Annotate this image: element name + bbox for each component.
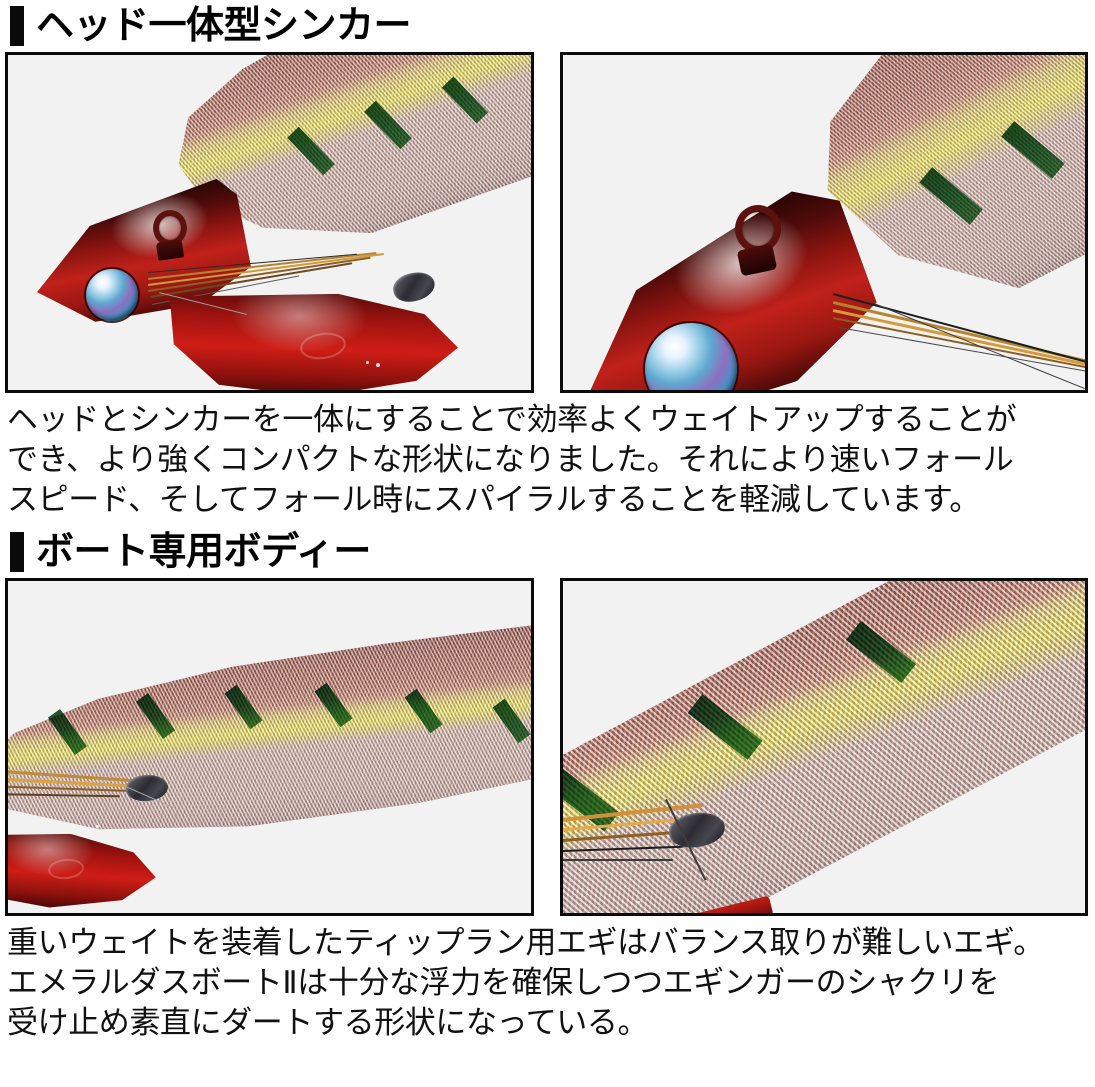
body-highlight-speck [636, 901, 640, 904]
paragraph-line: ヘッドとシンカーを一体にすることで効率よくウェイトアップすることが [7, 402, 1017, 437]
lure-illustration-4 [562, 581, 1086, 913]
body-highlight-speck [366, 361, 369, 364]
paragraph-line: スピード、そしてフォール時にスパイラルすることを軽減しています。 [7, 482, 980, 517]
section-paragraph-2: 重いウェイトを装着したティップラン用エギはバランス取りが難しいエギ。 エメラルダ… [0, 916, 1095, 1043]
paragraph-line: でき、より強くコンパクトな形状になりました。それにより速いフォール [7, 442, 1014, 477]
section-title-2: ボート専用ボディー [36, 531, 371, 573]
lure-illustration-3 [5, 581, 534, 913]
holographic-eye [86, 269, 138, 321]
section-heading-2: ボート専用ボディー [0, 526, 1095, 578]
holographic-eye [644, 323, 737, 390]
mesh-cloth-body [5, 613, 534, 857]
photo-row-2 [0, 578, 1095, 916]
section-heading-1: ヘッド一体型シンカー [0, 0, 1095, 52]
lure-illustration-2 [563, 55, 1086, 390]
paragraph-line: 重いウェイトを装着したティップラン用エギはバランス取りが難しいエギ。 [7, 925, 1044, 960]
lure-illustration-1 [8, 55, 531, 390]
photo-egi-head-sinker-closeup-angled[interactable] [559, 52, 1088, 393]
body-highlight-speck [376, 363, 380, 367]
paragraph-line: 受け止め素直にダートする形状になっている。 [7, 1005, 649, 1040]
hook-bristles [562, 803, 742, 873]
eye-ring-base [155, 239, 185, 261]
heading-bar-marker [10, 532, 24, 572]
body-highlight-speck [96, 825, 99, 828]
section-title-1: ヘッド一体型シンカー [36, 5, 412, 47]
photo-egi-boat-body-closeup-angled[interactable] [559, 578, 1088, 916]
heading-bar-marker [10, 6, 24, 46]
section-paragraph-1: ヘッドとシンカーを一体にすることで効率よくウェイトアップすることが でき、より強… [0, 393, 1095, 520]
photo-egi-boat-body-side-view[interactable] [5, 578, 534, 916]
photo-egi-head-sinker-side-view[interactable] [5, 52, 534, 393]
photo-row-1 [0, 52, 1095, 393]
paragraph-line: エメラルダスボートⅡは十分な浮力を確保しつつエギンガーのシャクリを [7, 965, 1000, 1000]
hook-bristles [832, 291, 1086, 381]
